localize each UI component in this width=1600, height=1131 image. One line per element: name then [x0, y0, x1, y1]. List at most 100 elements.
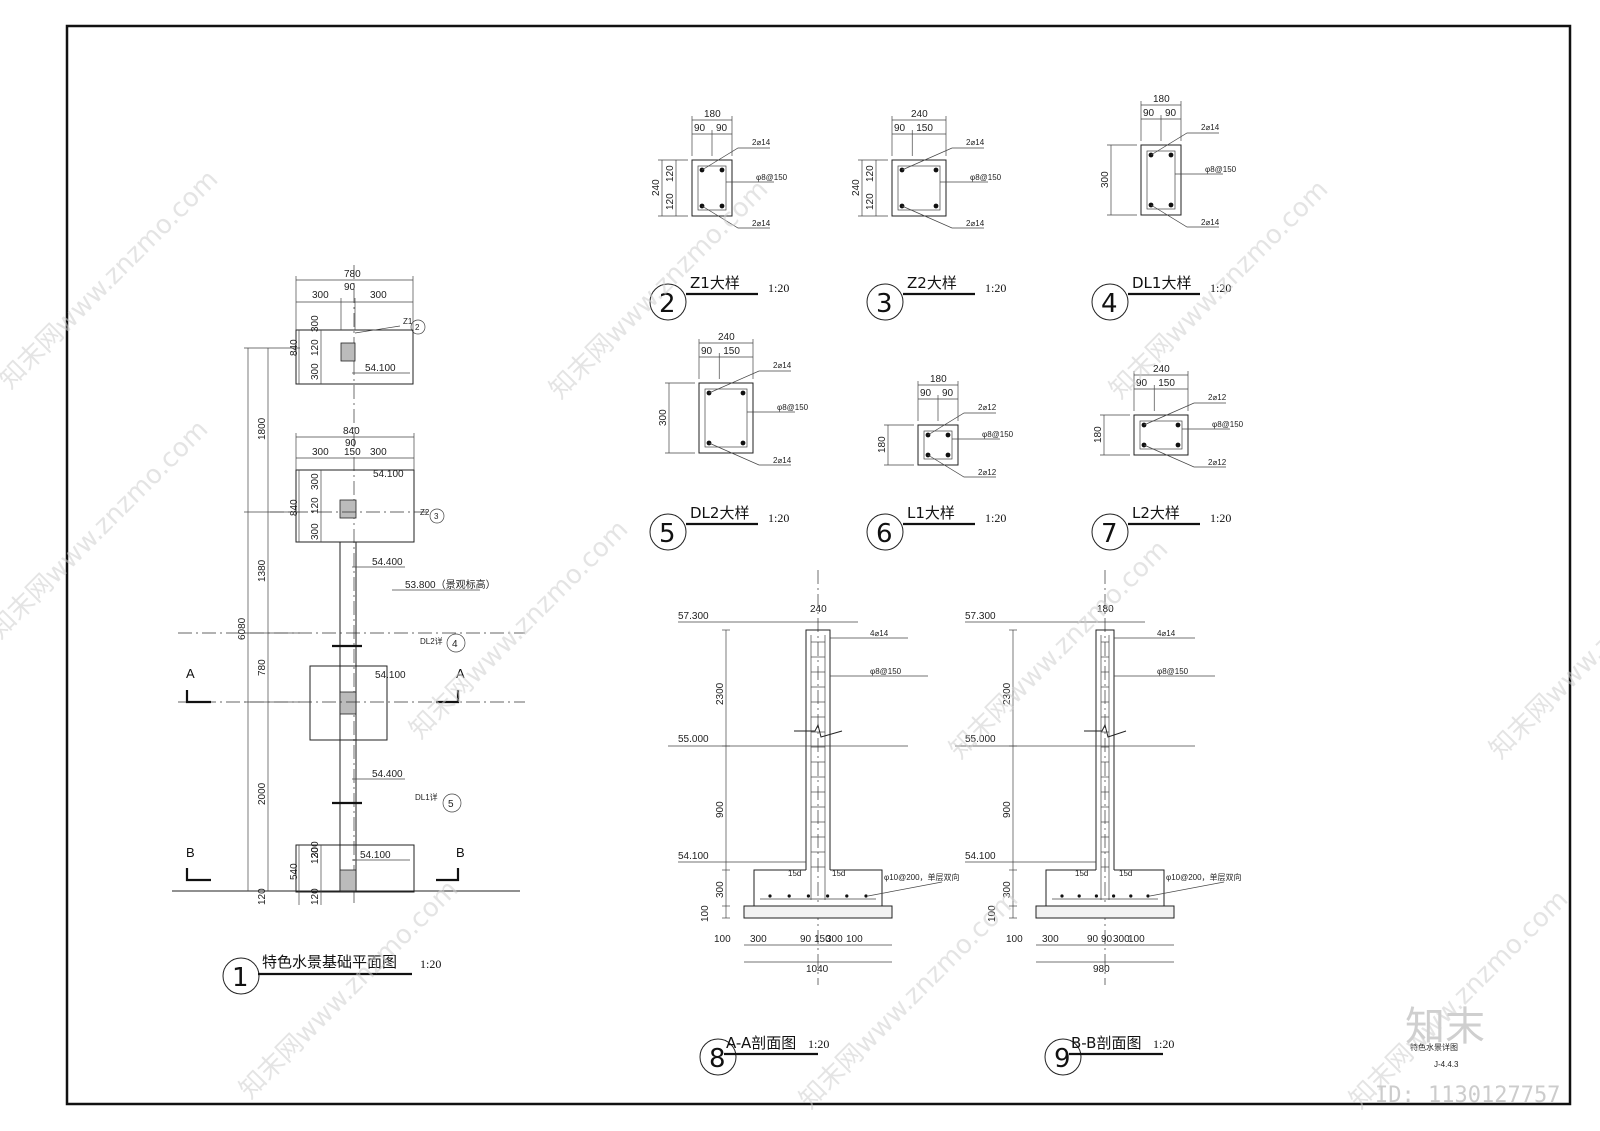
plan-scale: 1:20: [420, 957, 441, 971]
section-scale: 1:20: [808, 1037, 829, 1051]
detail-num-circle: [1091, 283, 1129, 321]
foundation-plan: 780 300 90 300 840 300 120 300 Z1 2 54.1…: [172, 265, 525, 995]
detail-num-circle: [1091, 513, 1129, 551]
dl1-tag-num: 5: [448, 799, 454, 810]
detail-stirrup: [1146, 150, 1176, 210]
titleblock-code: J-4.4.3: [1434, 1060, 1459, 1069]
section-wall: [805, 629, 831, 870]
z1-dim-left: 300: [312, 290, 329, 301]
rebar-dot: [719, 203, 725, 209]
bottom-dim-5: 100: [846, 934, 863, 945]
footing-bar-dot: [1112, 894, 1116, 898]
bottom-dim-4: 300: [826, 934, 843, 945]
detail-width: 180: [1153, 94, 1170, 105]
detail-num-circle: [649, 283, 687, 321]
elev-54400-b: 54.400: [372, 769, 403, 780]
detail-width: 180: [930, 374, 947, 385]
z1-dim-mid: 90: [344, 282, 356, 293]
footing-bar-dot: [806, 894, 811, 898]
detail-bot-bars: 2⌀14: [966, 219, 985, 228]
detail-outline: [891, 159, 947, 217]
break-line: [1084, 723, 1127, 738]
dim-780: 780: [257, 659, 268, 676]
detail-scale: 1:20: [985, 281, 1006, 295]
dl1-tag-circle: [442, 793, 462, 813]
break-line: [794, 723, 843, 738]
section-title: B-B剖面图: [1071, 1034, 1141, 1052]
detail-outline: [1133, 414, 1189, 456]
z2-dim-150: 150: [344, 447, 361, 458]
detail-width: 240: [718, 332, 735, 343]
main-bar-label: 4⌀14: [870, 629, 889, 638]
dim-120-b: 120: [257, 888, 268, 905]
leader-found: [1149, 881, 1225, 897]
z2-dim-bot: 300: [310, 523, 321, 540]
section-num: 9: [1054, 1044, 1071, 1074]
main-bar-label: 4⌀14: [1157, 629, 1176, 638]
rebar-dot: [933, 167, 939, 173]
bottom-dim-4: 300: [1113, 934, 1130, 945]
detail-num: 5: [659, 519, 676, 549]
dim-120-c: 120: [310, 888, 321, 905]
dl2-tag-num: 4: [452, 639, 458, 650]
section-a-left: A: [186, 666, 195, 681]
elev-mid: 55.000: [965, 734, 996, 745]
detail-stirrup: [697, 165, 727, 211]
section-wall: [1095, 629, 1115, 870]
z1-footing-outline: [295, 329, 414, 385]
z1-dim-mid-v: 120: [310, 339, 321, 356]
detail-w1: 90: [1143, 108, 1155, 119]
detail-top-bars: 2⌀14: [1201, 123, 1220, 132]
detail-width: 240: [911, 109, 928, 120]
detail-h2: 120: [865, 193, 876, 210]
dl2-tag: DL2详: [420, 636, 443, 646]
detail-stirrup-label: φ8@150: [1212, 420, 1244, 429]
section-b-left: B: [186, 845, 195, 860]
detail-stirrup: [704, 388, 748, 448]
watermark-brand: 知末: [1405, 1004, 1485, 1050]
detail-num-circle: [866, 283, 904, 321]
detail-w2: 150: [723, 346, 740, 357]
leader-top: [708, 370, 791, 394]
z1-dim-right: 300: [370, 290, 387, 301]
bottom-dim-1: 300: [750, 934, 767, 945]
dl2-tag-circle: [446, 633, 466, 653]
detail-w2: 90: [942, 388, 954, 399]
top-width: 240: [810, 604, 827, 615]
v-dim-100: 100: [987, 905, 998, 922]
leader-bot: [927, 454, 996, 478]
section-scale: 1:20: [1153, 1037, 1174, 1051]
top-width: 180: [1097, 604, 1114, 615]
detail-outline: [691, 159, 733, 217]
bottom-elevation: 54.100: [360, 850, 391, 861]
section-num: 8: [709, 1044, 726, 1074]
rebar-dot: [1175, 442, 1181, 448]
detail-w2: 90: [716, 123, 728, 134]
anchor-right: 15d: [1119, 869, 1132, 878]
detail-num: 4: [1101, 289, 1118, 319]
found-bar-label: φ10@200，单层双向: [1166, 872, 1242, 882]
found-bar-label: φ10@200，单层双向: [884, 872, 960, 882]
dim-300: 300: [310, 841, 321, 858]
bottom-dim-2: 90: [1087, 934, 1099, 945]
mid-elevation: 54.100: [375, 670, 406, 681]
z2-dim-left: 300: [312, 447, 329, 458]
mid-column: [339, 691, 357, 715]
detail-w1: 90: [694, 123, 706, 134]
footing-bar-dot: [1129, 894, 1133, 898]
total-width: 980: [1093, 964, 1110, 975]
elev-bot: 54.100: [965, 851, 996, 862]
footing-bar-dot: [845, 894, 849, 898]
detail-bot-bars: 2⌀12: [1208, 458, 1227, 467]
detail-scale: 1:20: [1210, 511, 1231, 525]
z1-elevation: 54.100: [365, 363, 396, 374]
z2-elevation: 54.100: [373, 469, 404, 480]
detail-w2: 150: [916, 123, 933, 134]
titleblock-small: 特色水景详图: [1410, 1042, 1458, 1052]
bottom-dim-0: 100: [1006, 934, 1023, 945]
leader-top: [1150, 132, 1219, 156]
detail-title: L1大样: [907, 504, 955, 522]
